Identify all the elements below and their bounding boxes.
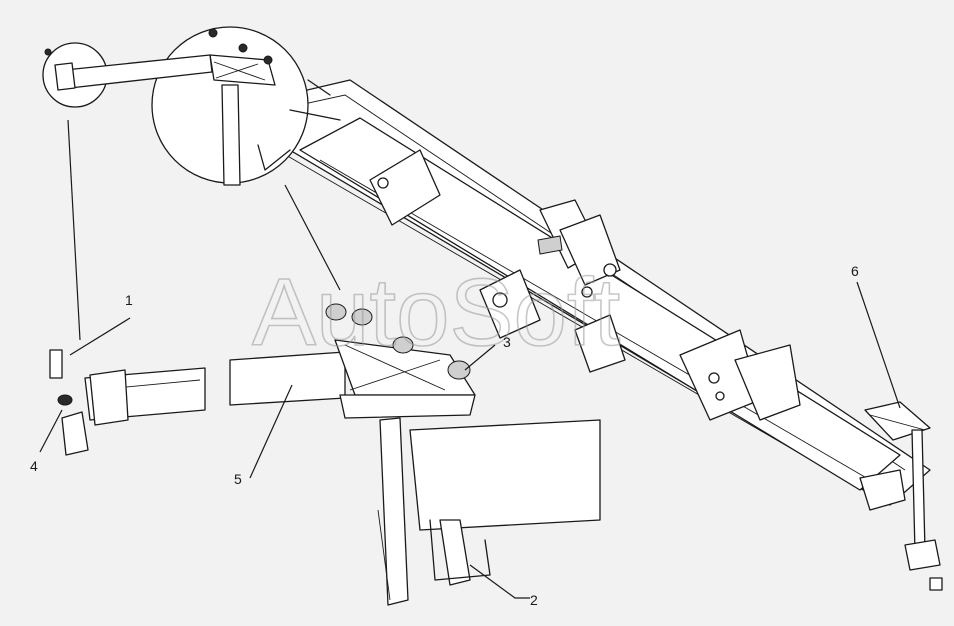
small-detail-circle xyxy=(42,42,213,108)
left-bracket-assembly xyxy=(49,349,206,456)
callout-5: 5 xyxy=(234,471,242,487)
callout-3: 3 xyxy=(503,334,511,350)
right-hanger-assembly xyxy=(864,401,943,591)
callout-2: 2 xyxy=(530,592,538,608)
callout-4: 4 xyxy=(30,458,38,474)
center-bracket-assembly xyxy=(229,303,601,606)
leader-lines xyxy=(39,119,901,599)
main-frame xyxy=(221,79,931,511)
callout-1: 1 xyxy=(125,292,133,308)
nut-group xyxy=(325,303,471,380)
callout-6: 6 xyxy=(851,263,859,279)
watermark-text: AutoSoft xyxy=(252,259,620,366)
